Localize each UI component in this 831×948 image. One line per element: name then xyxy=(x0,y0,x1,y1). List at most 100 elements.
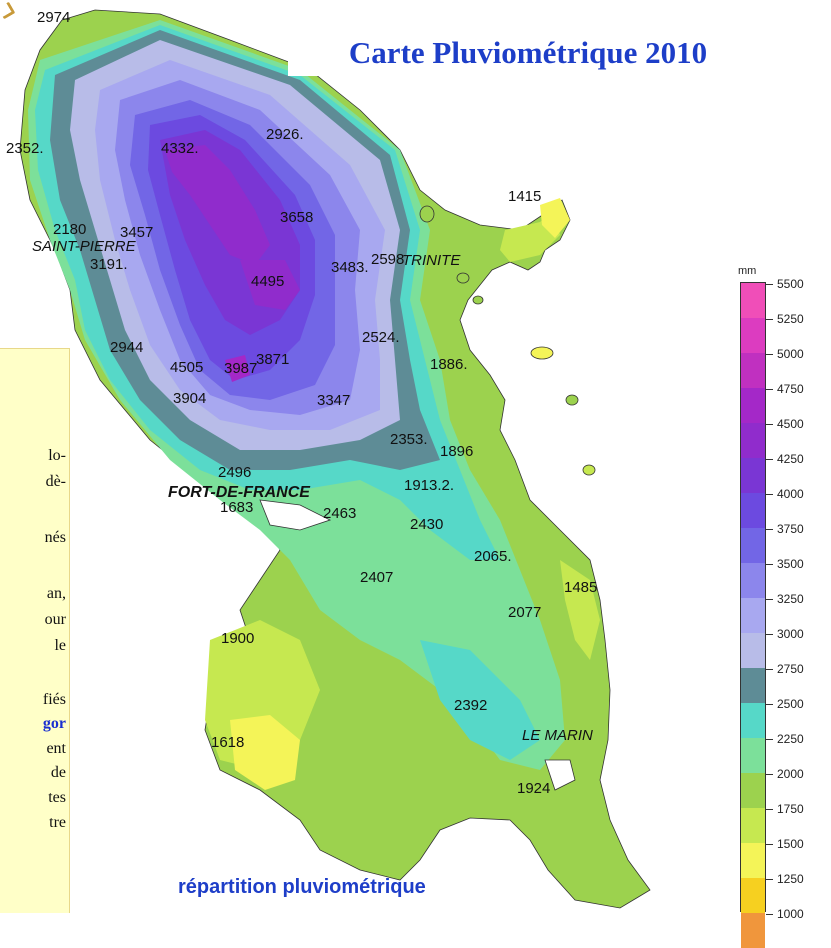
legend-tick-label: 5000 xyxy=(777,347,804,361)
station-label: 4505 xyxy=(170,359,204,376)
legend-tick xyxy=(766,494,773,495)
station-label: 2392 xyxy=(454,697,488,714)
legend-swatch xyxy=(741,493,765,528)
side-text-fragment: tre xyxy=(49,814,66,831)
legend-tick xyxy=(766,529,773,530)
legend-tick xyxy=(766,459,773,460)
side-text-fragment: tes xyxy=(48,789,66,806)
side-text-panel: lo- dè- nés an, our le fiés gor ent de t… xyxy=(0,348,70,913)
side-text-fragment: dè- xyxy=(45,473,66,490)
legend-tick-label: 1500 xyxy=(777,837,804,851)
station-label: 2944 xyxy=(110,339,144,356)
zone-1500-ne xyxy=(540,198,570,238)
legend-swatch xyxy=(741,703,765,738)
station-label: 3457 xyxy=(120,224,154,241)
islet xyxy=(582,464,596,476)
legend-tick-label: 5250 xyxy=(777,312,804,326)
side-text-fragment: an, xyxy=(46,585,66,602)
legend-tick xyxy=(766,634,773,635)
legend-swatch xyxy=(741,913,765,948)
station-label: 3987 xyxy=(224,360,258,377)
side-text-fragment: nés xyxy=(44,529,66,546)
station-label: 2524. xyxy=(362,329,400,346)
legend-tick xyxy=(766,739,773,740)
legend-tick-label: 1250 xyxy=(777,872,804,886)
islet xyxy=(530,346,554,360)
legend-swatch xyxy=(741,633,765,668)
station-label: 2065. xyxy=(474,548,512,565)
legend-tick-label: 2250 xyxy=(777,732,804,746)
zone-4500 xyxy=(165,145,270,265)
legend-tick-label: 1000 xyxy=(777,907,804,921)
legend-swatch xyxy=(741,843,765,878)
zone-4750 xyxy=(225,355,250,382)
legend-tick xyxy=(766,389,773,390)
side-text-fragment: le xyxy=(54,637,66,654)
station-label: 3347 xyxy=(317,392,351,409)
station-label: 2352. xyxy=(6,140,44,157)
station-label: 4495 xyxy=(251,273,285,290)
legend-tick-label: 3000 xyxy=(777,627,804,641)
station-label: 3871 xyxy=(256,351,290,368)
station-label: 1485 xyxy=(564,579,598,596)
station-label: 2430 xyxy=(410,516,444,533)
legend-swatch xyxy=(741,318,765,353)
legend-tick xyxy=(766,284,773,285)
rainfall-map xyxy=(19,9,651,909)
legend-tick-label: 3500 xyxy=(777,557,804,571)
town-label-fort-de-france: FORT-DE-FRANCE xyxy=(168,484,310,501)
legend-unit: mm xyxy=(738,265,757,277)
legend-tick-label: 4500 xyxy=(777,417,804,431)
legend-tick xyxy=(766,809,773,810)
islet xyxy=(419,205,435,223)
legend-tick xyxy=(766,879,773,880)
legend-tick xyxy=(766,424,773,425)
legend-swatch xyxy=(741,773,765,808)
legend-tick-label: 5500 xyxy=(777,277,804,291)
legend-tick xyxy=(766,599,773,600)
legend-swatch xyxy=(741,738,765,773)
zone-4500-b xyxy=(240,260,300,310)
zone-1750-east xyxy=(560,560,600,660)
station-label: 2407 xyxy=(360,569,394,586)
legend-tick-label: 2000 xyxy=(777,767,804,781)
legend-swatch xyxy=(741,283,765,318)
station-label: 2598 xyxy=(371,251,405,268)
station-label: 1618 xyxy=(211,734,245,751)
legend-swatch xyxy=(741,458,765,493)
town-label-trinite: TRINITE xyxy=(402,252,461,269)
legend-tick xyxy=(766,914,773,915)
legend-tick-label: 3250 xyxy=(777,592,804,606)
legend-tick-label: 3750 xyxy=(777,522,804,536)
bay xyxy=(259,499,332,531)
legend-swatch xyxy=(741,598,765,633)
legend-tick xyxy=(766,564,773,565)
station-label: 2926. xyxy=(266,126,304,143)
side-text-fragment: de xyxy=(50,764,66,781)
islet xyxy=(456,272,470,284)
side-text-fragment: fiés xyxy=(42,691,66,708)
islet xyxy=(565,394,579,406)
station-label: 2077 xyxy=(508,604,542,621)
legend-tick-label: 4250 xyxy=(777,452,804,466)
station-label: 1900 xyxy=(221,630,255,647)
legend-swatch xyxy=(741,668,765,703)
station-label: 2463 xyxy=(323,505,357,522)
station-label: 3191. xyxy=(90,256,128,273)
town-label-saint-pierre: SAINT-PIERRE xyxy=(32,238,136,255)
legend-tick xyxy=(766,669,773,670)
station-label: 2353. xyxy=(390,431,428,448)
station-label: 3904 xyxy=(173,390,207,407)
station-label: 1683 xyxy=(220,499,254,516)
legend-swatch xyxy=(741,878,765,913)
islet xyxy=(472,295,484,305)
legend-swatch xyxy=(741,388,765,423)
station-label: 3483. xyxy=(331,259,369,276)
side-text-fragment: ent xyxy=(46,740,66,757)
side-text-fragment: gor xyxy=(42,715,66,732)
station-label: 2974 xyxy=(37,9,71,26)
side-text-fragment: our xyxy=(44,611,66,628)
legend-swatch xyxy=(741,353,765,388)
legend-tick-label: 4000 xyxy=(777,487,804,501)
station-label: 2180 xyxy=(53,221,87,238)
